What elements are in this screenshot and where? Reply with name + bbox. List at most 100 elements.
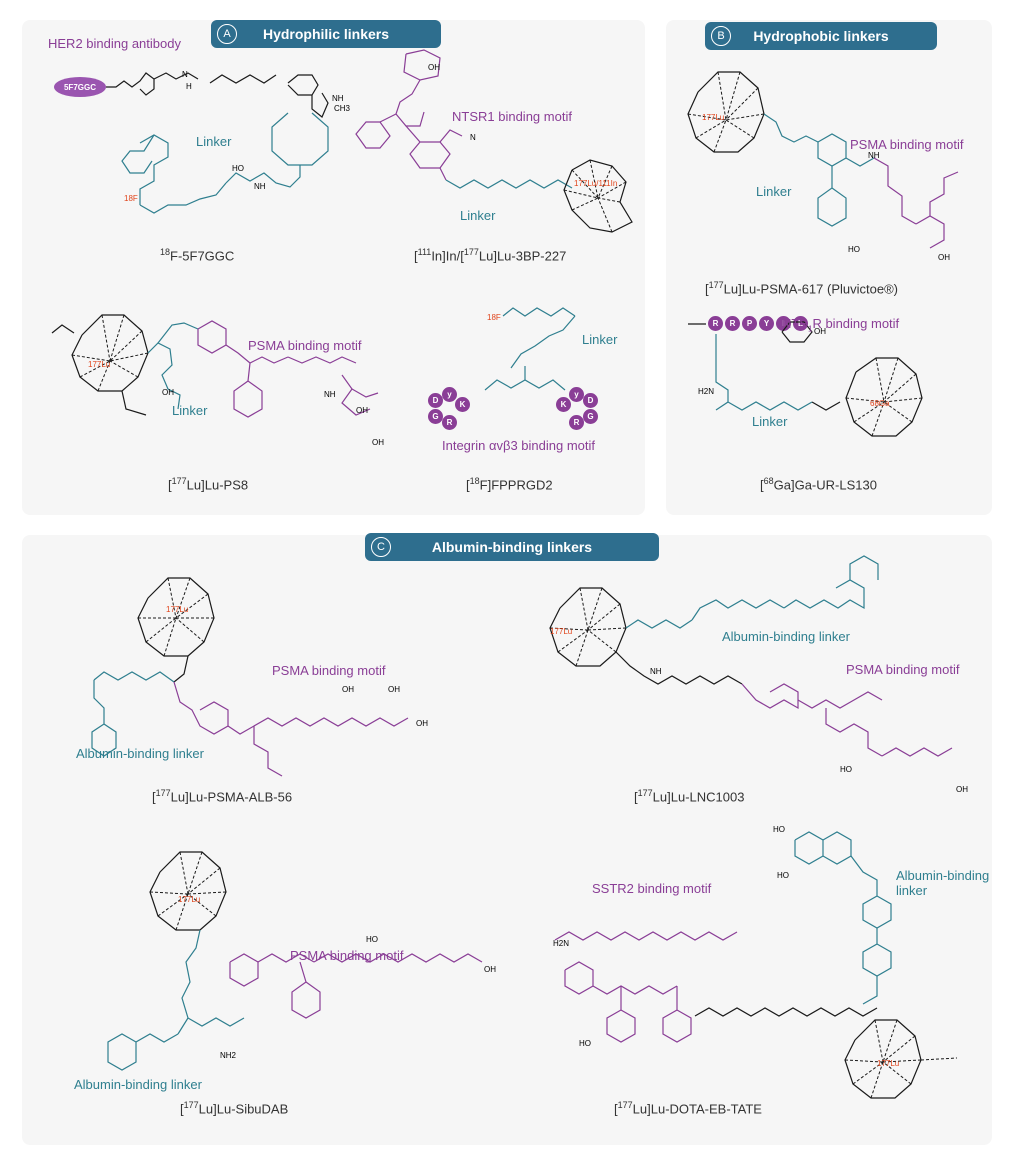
svg-text:177Lu: 177Lu	[702, 113, 724, 122]
svg-text:H2N: H2N	[553, 939, 569, 948]
amino-acid-bead: L	[793, 316, 808, 331]
amino-acid-bead: K	[556, 397, 571, 412]
amino-acid-bead: G	[583, 409, 598, 424]
svg-text:OH: OH	[956, 785, 968, 794]
svg-text:H2N: H2N	[698, 387, 714, 396]
label-albumin-linker-c3: Albumin-binding linker	[74, 1077, 202, 1092]
svg-text:177Lu: 177Lu	[166, 605, 188, 614]
svg-text:OH: OH	[356, 406, 368, 415]
panel-c-letter: C	[371, 537, 391, 557]
compound-name-a4: [18F]FPPRGD2	[466, 476, 553, 493]
svg-text:NH: NH	[650, 667, 662, 676]
svg-text:NH: NH	[324, 390, 336, 399]
label-linker-a3: Linker	[172, 403, 208, 418]
label-albumin-linker-c1: Albumin-binding linker	[76, 746, 204, 761]
panel-b-letter: B	[711, 26, 731, 46]
panel-hydrophilic	[22, 20, 645, 515]
amino-acid-bead: R	[708, 316, 723, 331]
svg-text:HO: HO	[848, 245, 860, 254]
molecule-sibudab: 177Lu NH2 HO OH	[107, 851, 496, 1071]
panel-b-title-text: Hydrophobic linkers	[753, 28, 889, 44]
svg-text:NH: NH	[254, 182, 266, 191]
svg-text:OH: OH	[938, 253, 950, 262]
amino-acid-bead: P	[742, 316, 757, 331]
molecule-dota-eb-tate: 177Lu HO H2N HO HO	[553, 825, 958, 1099]
label-psma-motif-c1: PSMA binding motif	[272, 663, 386, 678]
label-integrin-motif: Integrin αvβ3 binding motif	[442, 438, 596, 453]
svg-text:68Ga: 68Ga	[870, 399, 890, 408]
svg-text:OH: OH	[814, 327, 826, 336]
panel-a-letter: A	[217, 24, 237, 44]
amino-acid-bead: D	[428, 393, 443, 408]
svg-text:177Lu: 177Lu	[877, 1059, 899, 1068]
panel-a-title: A Hydrophilic linkers	[211, 20, 441, 48]
svg-text:N: N	[470, 133, 476, 142]
svg-text:HO: HO	[840, 765, 852, 774]
svg-text:H: H	[186, 82, 192, 91]
compound-name-c2: [177Lu]Lu-LNC1003	[634, 788, 745, 805]
label-linker-a1: Linker	[196, 134, 232, 149]
compound-name-a2: [111In]In/[177Lu]Lu-3BP-227	[414, 247, 567, 264]
svg-text:HO: HO	[777, 871, 789, 880]
label-linker-a2: Linker	[460, 208, 496, 223]
svg-text:HO: HO	[366, 935, 378, 944]
amino-acid-bead: y	[569, 387, 584, 402]
label-albumin-linker-c4-line2: linker	[896, 883, 928, 898]
svg-text:CH3: CH3	[334, 104, 351, 113]
svg-text:177Lu: 177Lu	[550, 627, 572, 636]
panel-albumin-binding	[22, 535, 992, 1145]
label-albumin-linker-c2: Albumin-binding linker	[722, 629, 850, 644]
panel-c-title: C Albumin-binding linkers	[365, 533, 659, 561]
svg-text:HO: HO	[579, 1039, 591, 1048]
amino-acid-bead: G	[428, 409, 443, 424]
compound-name-c3: [177Lu]Lu-SibuDAB	[180, 1100, 289, 1117]
label-linker-b2: Linker	[752, 414, 788, 429]
compound-name-b1: [177Lu]Lu-PSMA-617 (Pluvictoe®)	[705, 280, 898, 297]
compound-name-c4: [177Lu]Lu-DOTA-EB-TATE	[614, 1100, 762, 1117]
label-psma-motif-a3: PSMA binding motif	[248, 338, 362, 353]
svg-text:NH2: NH2	[220, 1051, 237, 1060]
svg-text:OH: OH	[416, 719, 428, 728]
molecule-3bp-227: 177Lu/111In OH N	[355, 49, 633, 233]
molecule-ps8: 177Lu NH OH OH OH	[51, 314, 384, 447]
compound-name-a1: 18F-5F7GGC	[160, 247, 235, 264]
amino-acid-bead: K	[455, 397, 470, 412]
amino-acid-bead: R	[725, 316, 740, 331]
molecule-18f-5f7ggc: 5F7GGC 18F N H NH CH3 HO NH	[54, 70, 351, 214]
svg-text:OH: OH	[484, 965, 496, 974]
label-linker-a4: Linker	[582, 332, 618, 347]
antibody-tag: 5F7GGC	[64, 83, 96, 92]
label-nts-motif: NTS1R binding motif	[782, 316, 900, 334]
panel-c-title-text: Albumin-binding linkers	[431, 539, 593, 555]
panel-hydrophobic	[666, 20, 992, 515]
svg-text:177Lu: 177Lu	[88, 360, 110, 369]
label-albumin-linker-c4-line1: Albumin-binding	[896, 868, 990, 883]
svg-text:NH: NH	[868, 151, 880, 160]
label-her2-antibody: HER2 binding antibody	[48, 36, 181, 51]
molecule-fpprgd2: 18F	[484, 307, 576, 391]
svg-text:OH: OH	[428, 63, 440, 72]
panel-b-title: B Hydrophobic linkers	[705, 22, 937, 50]
amino-acid-bead: D	[583, 393, 598, 408]
molecule-psma-617: 177Lu NH HO OH	[687, 71, 959, 262]
svg-text:HO: HO	[773, 825, 785, 834]
compound-name-a3: [177Lu]Lu-PS8	[168, 476, 249, 493]
compound-name-b2: [68Ga]Ga-UR-LS130	[760, 476, 877, 493]
amino-acid-bead: R	[569, 415, 584, 430]
molecule-ur-ls130: 68Ga H2N OH	[688, 321, 923, 437]
svg-text:177Lu/111In: 177Lu/111In	[574, 179, 617, 188]
amino-acid-bead: y	[442, 387, 457, 402]
label-psma-motif-b: PSMA binding motif	[850, 137, 964, 152]
svg-text:OH: OH	[342, 685, 354, 694]
label-psma-motif-c2: PSMA binding motif	[846, 662, 960, 677]
svg-text:N: N	[182, 70, 188, 79]
molecule-lnc1003: 177Lu NH HO OH	[549, 555, 968, 794]
label-sstr2-motif: SSTR2 binding motif	[592, 881, 712, 896]
amino-acid-bead: R	[442, 415, 457, 430]
svg-text:177Lu: 177Lu	[178, 895, 200, 904]
molecule-psma-alb-56: 177Lu OH OH OH	[91, 577, 428, 777]
amino-acid-bead: Y	[759, 316, 774, 331]
svg-text:18F: 18F	[487, 313, 501, 322]
label-linker-b1: Linker	[756, 184, 792, 199]
label-ntsr1-motif: NTSR1 binding motif	[452, 109, 572, 124]
